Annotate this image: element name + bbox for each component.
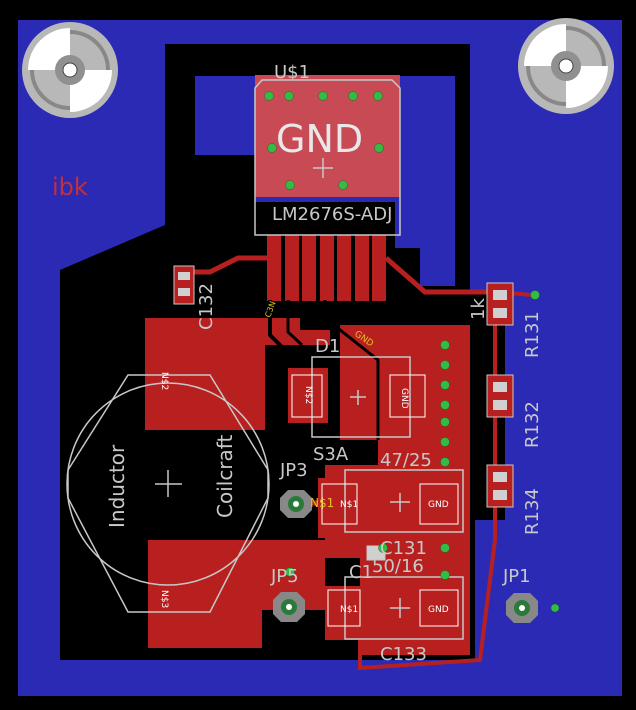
- r134-label: R134: [522, 488, 543, 535]
- u1-name: U$1: [274, 62, 310, 83]
- c132-label: C132: [196, 283, 217, 330]
- net-n2-diode: N$2: [303, 386, 313, 404]
- silkscreen: [66, 79, 464, 640]
- jp1-label: JP1: [502, 566, 531, 587]
- top-copper: [145, 75, 533, 671]
- r-value-label: 1k: [468, 298, 489, 320]
- jp5-label: JP5: [270, 566, 299, 587]
- r132-label: R132: [522, 401, 543, 448]
- c132-body: [173, 265, 195, 305]
- net-n2-upper: N$2: [159, 372, 169, 390]
- jp1-pad[interactable]: [506, 593, 538, 623]
- c131-label: C131: [380, 538, 427, 559]
- jp3-label: JP3: [279, 460, 308, 481]
- c133-label: C133: [380, 644, 427, 665]
- net-gnd-diode: GND: [399, 388, 409, 409]
- u1-value: LM2676S-ADJ: [272, 204, 392, 225]
- r132-body: [486, 374, 514, 418]
- logo-text: ibk: [52, 173, 88, 201]
- net-n3: N$3: [159, 590, 169, 608]
- labels: U$1 GND LM2676S-ADJ ibk C132 D1 S3A Indu…: [52, 62, 543, 665]
- jp3-pad[interactable]: [280, 490, 312, 518]
- net-gnd-c133: GND: [428, 605, 449, 615]
- net-n1-c133: N$1: [340, 605, 358, 615]
- cap-top-value: 47/25: [380, 450, 432, 471]
- net-n1-jp3: N$1: [310, 496, 334, 510]
- d1-value: S3A: [313, 444, 349, 465]
- vias: [264, 91, 560, 613]
- d1-name: D1: [315, 336, 340, 357]
- resistors: [173, 265, 514, 561]
- net-n1-c131: N$1: [340, 500, 358, 510]
- inductor-label: Inductor: [105, 444, 129, 528]
- mounting-hole-right: [518, 18, 614, 114]
- u1-pad-label: GND: [276, 117, 363, 161]
- r134-body: [486, 464, 514, 508]
- coilcraft-label: Coilcraft: [213, 435, 237, 518]
- r131-body: [486, 282, 514, 326]
- mounting-hole-left: [22, 22, 118, 118]
- net-gnd-c131: GND: [428, 500, 449, 510]
- r131-label: R131: [522, 311, 543, 358]
- c-overlap-label: C1: [349, 562, 373, 583]
- jp5-pad[interactable]: [273, 592, 305, 622]
- cap-bottom-value: 50/16: [372, 556, 424, 577]
